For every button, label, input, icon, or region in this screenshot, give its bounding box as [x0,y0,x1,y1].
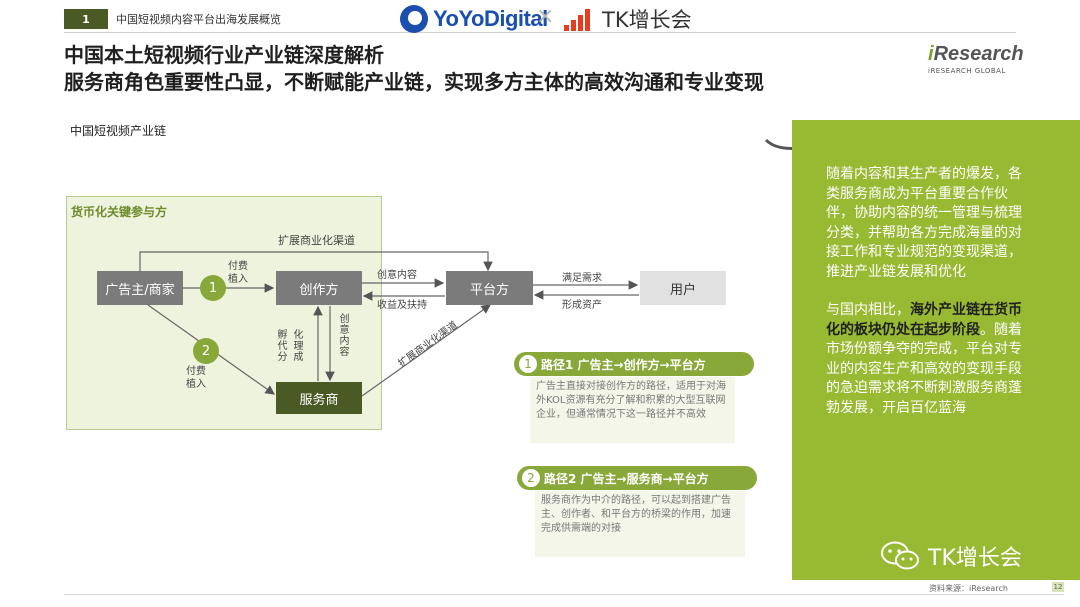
section-number-badge: 1 [64,9,108,29]
label-top-channel: 扩展商业化渠道 [278,234,355,247]
label-form-assets: 形成资产 [562,300,602,311]
label-creative-content: 创意内容 [377,270,417,281]
section-title: 中国短视频内容平台出海发展概览 [116,13,281,26]
tk-brand-text: TK增长会 [602,8,692,32]
page-title: 中国本土短视频行业产业链深度解析 服务商角色重要性凸显，不断赋能产业链，实现多方… [64,42,764,96]
path-2-number: 2 [520,467,542,489]
path-2-body: 服务商作为中介的路径，可以起到搭建广告主、创作者、和平台方的桥梁的作用，加速完成… [535,491,745,557]
path-2-badge: 2 [193,338,219,364]
path-1-badge: 1 [200,275,226,301]
label-incubate-split: 孵代分 [275,329,286,362]
yoyo-digital-logo: YoYoDigital [400,4,548,34]
diagram-title: 中国短视频产业链 [70,124,167,138]
yoyo-brand-text: YoYoDigital [433,6,548,31]
brand-separator: × [536,4,555,29]
service-to-platform-arrow [361,304,491,397]
insight-highlight: 海外产业链在货币化的板块仍处在起步阶段 [826,302,1022,338]
source-note: 资料来源：iResearch [929,584,1008,593]
page-number: 12 [1052,582,1064,592]
watermark-text: TK增长会 [928,546,1022,571]
label-paid-placement-2: 付费 植入 [186,366,206,390]
iresearch-subtitle: iRESEARCH GLOBAL [928,67,1006,75]
yoyo-mark-icon [400,5,428,33]
insight-paragraph-1: 随着内容和其生产者的爆发，各类服务商成为平台重要合作伙伴，协助内容的统一管理与梳… [826,166,1022,280]
header-divider [64,32,1016,33]
label-revenue-support: 收益及扶持 [377,300,427,311]
zone-label: 货币化关键参与方 [71,205,168,219]
label-meet-demand: 满足需求 [562,273,602,284]
insight-panel [792,120,1080,580]
node-platform: 平台方 [446,271,533,305]
node-advertiser: 广告主/商家 [97,271,183,305]
tk-growth-logo: TK增长会 [564,4,692,34]
label-incubate-manage: 化理成 [291,329,302,362]
label-creative-vertical: 创意内容 [337,313,348,357]
path-1-number: 1 [517,353,539,375]
path-1-header: 路径1 广告主→创作方→平台方 [514,352,754,376]
title-line-2: 服务商角色重要性凸显，不断赋能产业链，实现多方主体的高效沟通和专业变现 [64,70,764,94]
wechat-watermark: TK增长会 [880,540,1022,572]
node-creator: 创作方 [276,271,362,305]
wechat-icon [881,541,919,570]
label-paid-placement-1: 付费 植入 [228,261,248,285]
bar-chart-icon [564,7,598,31]
footer-divider [64,594,1064,595]
insight-text: 随着内容和其生产者的爆发，各类服务商成为平台重要合作伙伴，协助内容的统一管理与梳… [826,165,1023,437]
insight-paragraph-2: 与国内相比，海外产业链在货币化的板块仍处在起步阶段。随着市场份额争夺的完成，平台… [826,302,1022,416]
node-user: 用户 [640,271,726,305]
path-1-body: 广告主直接对接创作方的路径，适用于对海外KOL资源有充分了解和积累的大型互联网企… [530,377,735,443]
iresearch-wordmark: iResearch [928,43,1024,65]
title-line-1: 中国本土短视频行业产业链深度解析 [64,43,384,67]
node-service-provider: 服务商 [276,382,362,414]
path-2-header: 路径2 广告主→服务商→平台方 [517,466,757,490]
top-channel-arrow [139,251,493,272]
iresearch-logo: iResearch iRESEARCH GLOBAL [928,43,1024,75]
